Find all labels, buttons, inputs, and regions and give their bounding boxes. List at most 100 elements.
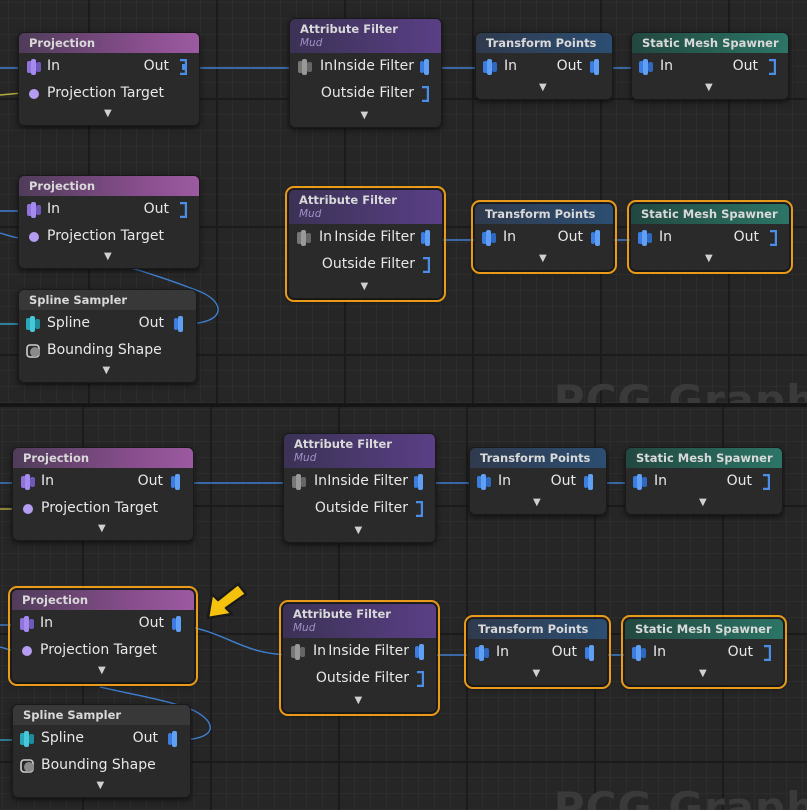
node-header[interactable]: Static Mesh Spawner: [626, 448, 782, 468]
transform-points-node[interactable]: Transform Points In Out ▼: [471, 200, 617, 274]
chevron-down-icon[interactable]: ▼: [102, 365, 111, 376]
projection-node[interactable]: Projection In Out Projection Target ▼: [18, 175, 200, 269]
stacked-pin-icon[interactable]: [477, 474, 491, 494]
stacked-pin-icon[interactable]: [482, 230, 496, 250]
node-header[interactable]: Transform Points: [476, 33, 612, 53]
stacked-pin-icon[interactable]: [20, 616, 34, 636]
stacked-pin-icon[interactable]: [171, 474, 181, 494]
chevron-down-icon[interactable]: ▼: [533, 497, 541, 508]
chevron-down-icon[interactable]: ▼: [539, 253, 547, 264]
bracket-pin-icon[interactable]: [762, 473, 771, 494]
spline-sampler-node[interactable]: Spline Sampler Spline Out Bounding Shape…: [12, 704, 191, 798]
stacked-pin-icon[interactable]: [475, 645, 489, 665]
chevron-down-icon[interactable]: ▼: [96, 780, 105, 791]
node-header[interactable]: Transform Points: [468, 619, 607, 639]
transform-points-node[interactable]: Transform Points In Out ▼: [464, 615, 611, 689]
chevron-down-icon[interactable]: ▼: [104, 108, 112, 119]
bounding-shape-icon[interactable]: [20, 758, 36, 778]
chevron-down-icon[interactable]: ▼: [699, 497, 707, 508]
static-mesh-spawner-node[interactable]: Static Mesh Spawner In Out ▼: [625, 447, 783, 515]
projection-node[interactable]: Projection In Out Projection Target ▼: [18, 32, 200, 126]
bracket-pin-icon[interactable]: [422, 256, 431, 277]
bracket-pin-icon[interactable]: [415, 500, 424, 521]
static-mesh-spawner-node[interactable]: Static Mesh Spawner In Out ▼: [627, 200, 793, 274]
stacked-pin-grey-icon[interactable]: [291, 644, 305, 664]
stacked-pin-icon[interactable]: [420, 59, 430, 79]
node-header[interactable]: Spline Sampler: [19, 290, 196, 310]
bracket-pin-icon[interactable]: [416, 670, 425, 691]
chevron-down-icon[interactable]: ▼: [539, 82, 547, 93]
target-pin-icon[interactable]: [22, 646, 32, 656]
stacked-pin-icon[interactable]: [21, 474, 35, 494]
stacked-pin-icon[interactable]: [27, 202, 41, 222]
target-pin-icon[interactable]: [29, 89, 39, 99]
bracket-pin-icon[interactable]: [769, 229, 778, 250]
static-mesh-spawner-node[interactable]: Static Mesh Spawner In Out ▼: [631, 32, 789, 100]
projection-node[interactable]: Projection In Out Projection Target ▼: [12, 447, 194, 541]
stacked-pin-icon[interactable]: [26, 316, 40, 336]
chevron-down-icon[interactable]: ▼: [360, 281, 369, 292]
stacked-pin-icon[interactable]: [414, 474, 424, 494]
stacked-pin-icon[interactable]: [638, 230, 652, 250]
stacked-pin-icon[interactable]: [639, 59, 653, 79]
stacked-pin-grey-icon[interactable]: [298, 59, 312, 79]
stacked-pin-icon[interactable]: [632, 645, 646, 665]
target-pin-icon[interactable]: [23, 504, 33, 514]
chevron-down-icon[interactable]: ▼: [98, 523, 106, 534]
chevron-down-icon[interactable]: ▼: [532, 668, 541, 679]
spline-sampler-node[interactable]: Spline Sampler Spline Out Bounding Shape…: [18, 289, 197, 383]
target-pin-icon[interactable]: [29, 232, 39, 242]
node-header[interactable]: Static Mesh Spawner: [631, 204, 789, 224]
stacked-pin-icon[interactable]: [584, 474, 594, 494]
stacked-pin-icon[interactable]: [633, 474, 647, 494]
chevron-down-icon[interactable]: ▼: [360, 110, 369, 121]
node-header[interactable]: Spline Sampler: [13, 705, 190, 725]
bracket-pin-icon[interactable]: [179, 201, 188, 222]
bracket-pin-icon[interactable]: [768, 58, 777, 79]
node-header[interactable]: Projection: [19, 33, 199, 53]
stacked-pin-icon[interactable]: [415, 644, 425, 664]
chevron-down-icon[interactable]: ▼: [699, 668, 707, 679]
chevron-down-icon[interactable]: ▼: [354, 525, 363, 536]
node-header[interactable]: Projection: [19, 176, 199, 196]
node-header[interactable]: Projection: [13, 448, 193, 468]
graph-panel-bottom[interactable]: PCG Graph Projection In Out Projection T…: [0, 407, 807, 810]
node-header[interactable]: Transform Points: [475, 204, 613, 224]
stacked-pin-icon[interactable]: [421, 230, 431, 250]
stacked-pin-icon[interactable]: [20, 731, 34, 751]
chevron-down-icon[interactable]: ▼: [354, 695, 363, 706]
chevron-down-icon[interactable]: ▼: [705, 82, 713, 93]
stacked-pin-icon[interactable]: [27, 59, 41, 79]
transform-points-node[interactable]: Transform Points In Out ▼: [469, 447, 607, 515]
node-header[interactable]: Projection: [12, 590, 194, 610]
static-mesh-spawner-node[interactable]: Static Mesh Spawner In Out ▼: [621, 615, 787, 689]
bracket-pin-icon[interactable]: [763, 644, 772, 665]
stacked-pin-grey-icon[interactable]: [292, 474, 306, 494]
chevron-down-icon[interactable]: ▼: [104, 251, 112, 262]
chevron-down-icon[interactable]: ▼: [705, 253, 713, 264]
bracket-pin-icon[interactable]: [179, 58, 188, 79]
stacked-pin-icon[interactable]: [483, 59, 497, 79]
bounding-shape-icon[interactable]: [26, 343, 42, 363]
projection-node[interactable]: Projection In Out Projection Target ▼: [8, 586, 198, 686]
stacked-pin-icon[interactable]: [591, 230, 601, 250]
node-header[interactable]: Transform Points: [470, 448, 606, 468]
stacked-pin-icon[interactable]: [585, 645, 595, 665]
stacked-pin-icon[interactable]: [168, 731, 178, 751]
bracket-pin-icon[interactable]: [421, 85, 430, 106]
stacked-pin-grey-icon[interactable]: [297, 230, 311, 250]
graph-panel-top[interactable]: PCG Graph Projection In Out Projection T…: [0, 0, 807, 403]
transform-points-node[interactable]: Transform Points In Out ▼: [475, 32, 613, 100]
node-header[interactable]: Static Mesh Spawner: [625, 619, 783, 639]
node-header[interactable]: Static Mesh Spawner: [632, 33, 788, 53]
stacked-pin-icon[interactable]: [590, 59, 600, 79]
stacked-pin-icon[interactable]: [172, 616, 182, 636]
